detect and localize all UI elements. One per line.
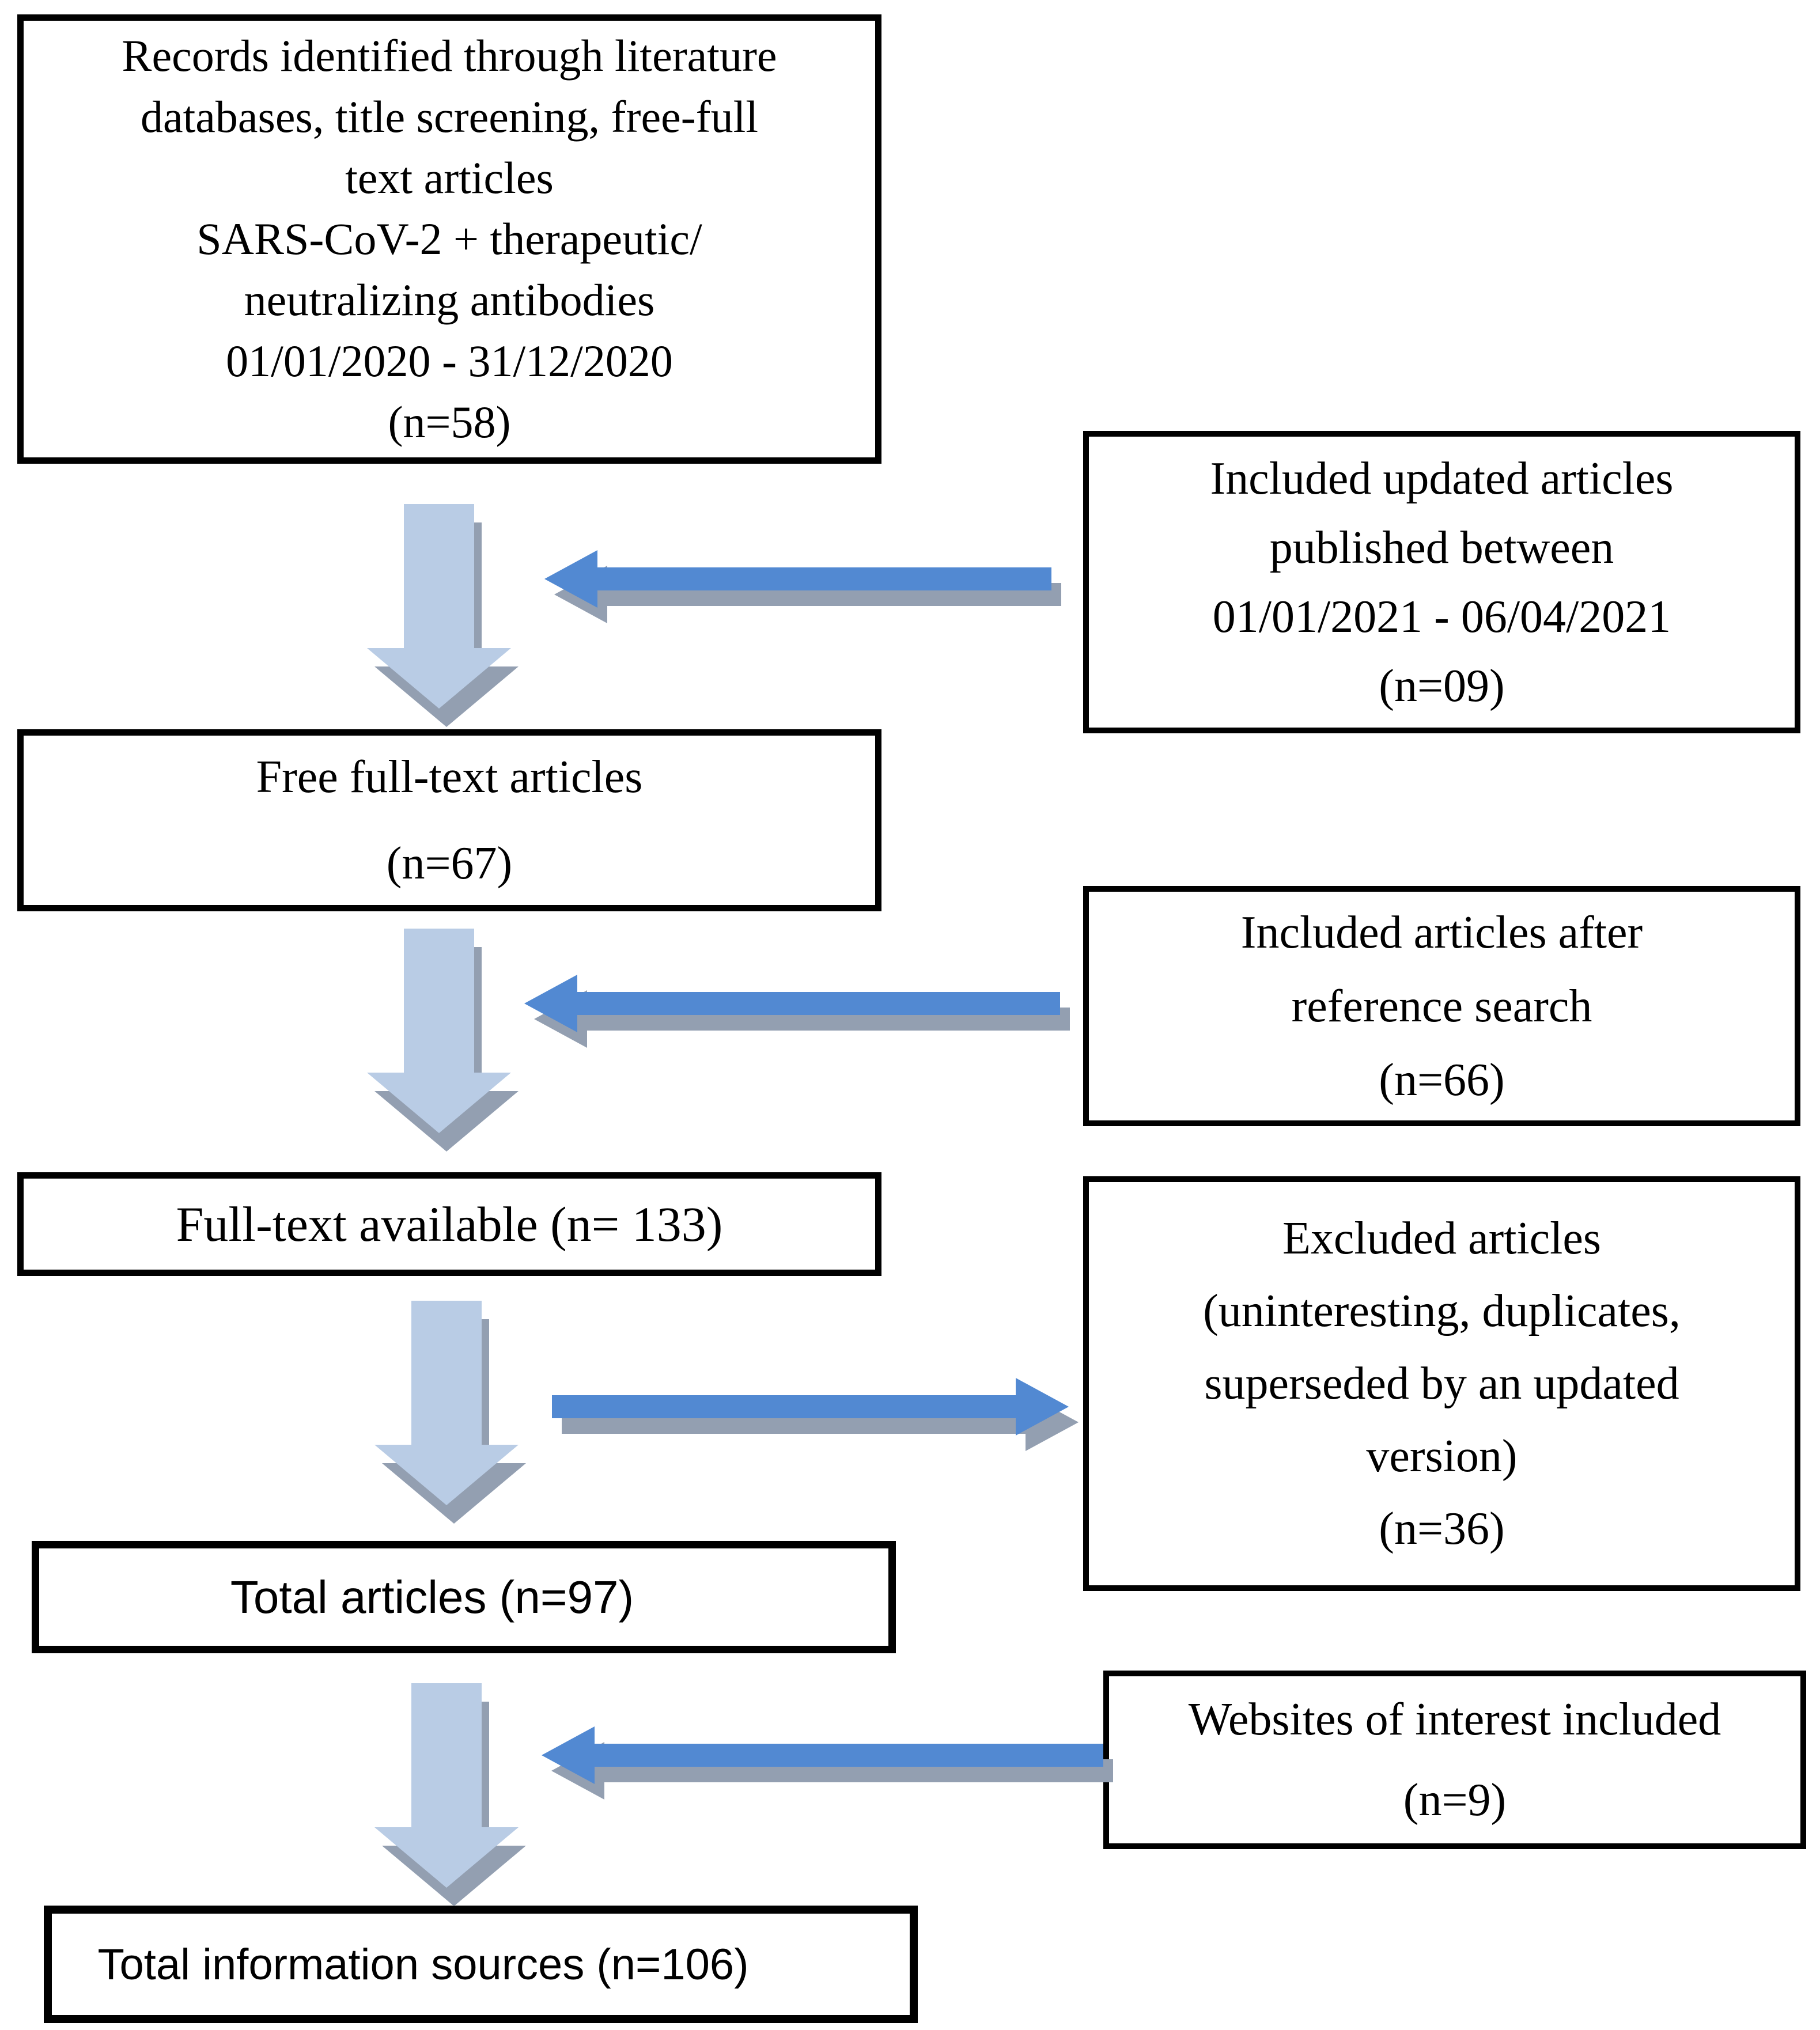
left-arrow-icon [542,1726,1103,1784]
down-arrow-icon [374,1683,519,1888]
down-arrow-icon [374,1301,519,1505]
box-excluded-articles-text: Excluded articles (uninteresting, duplic… [1203,1213,1681,1554]
box-included-after-reference-search: Included articles after reference search… [1083,886,1800,1126]
box-total-information-sources: Total information sources (n=106) [44,1906,918,2023]
box-full-text-available: Full-text available (n= 133) [17,1172,881,1276]
box-included-updated-articles: Included updated articles published betw… [1083,431,1800,733]
left-arrow-icon [524,975,1060,1032]
down-arrow-icon [367,929,511,1133]
box-free-full-text-articles: Free full-text articles (n=67) [17,729,881,911]
left-arrow-icon [544,550,1051,608]
box-total-information-sources-text: Total information sources (n=106) [97,1940,749,1989]
box-included-after-reference-search-text: Included articles after reference search… [1240,907,1643,1105]
box-websites-of-interest-text: Websites of interest included (n=9) [1188,1694,1721,1826]
box-websites-of-interest: Websites of interest included (n=9) [1103,1671,1806,1849]
box-excluded-articles: Excluded articles (uninteresting, duplic… [1083,1176,1800,1591]
right-arrow-icon [552,1378,1069,1436]
box-included-updated-articles-text: Included updated articles published betw… [1210,453,1674,711]
box-records-identified: Records identified through literature da… [17,14,881,464]
box-free-full-text-articles-text: Free full-text articles (n=67) [256,752,643,889]
box-total-articles-text: Total articles (n=97) [230,1571,634,1623]
down-arrow-icon [367,504,511,709]
box-records-identified-text: Records identified through literature da… [122,31,777,447]
box-total-articles: Total articles (n=97) [32,1541,896,1653]
box-full-text-available-text: Full-text available (n= 133) [176,1196,723,1252]
